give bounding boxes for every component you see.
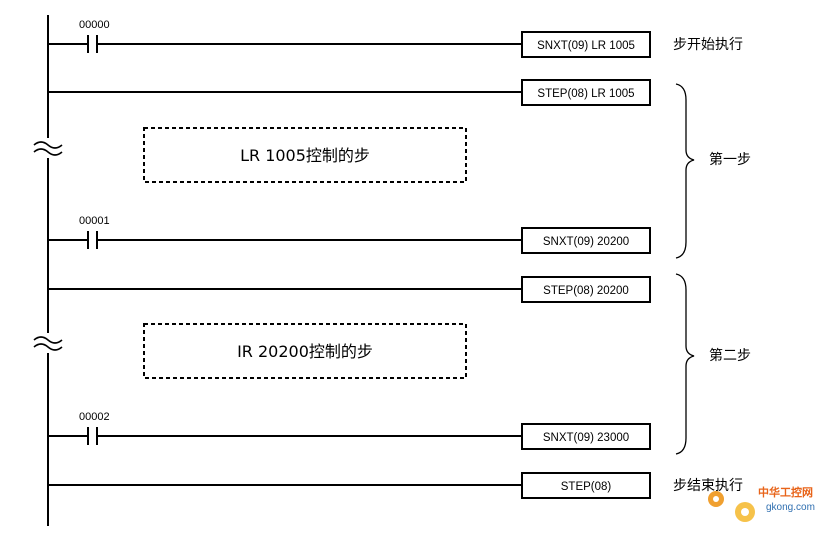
block-label: LR 1005控制的步 xyxy=(240,146,370,165)
rung-4: STEP(08) 20200 xyxy=(48,276,651,303)
watermark-cn: 中华工控网 xyxy=(758,485,813,499)
instruction-box xyxy=(521,472,651,499)
block-label: IR 20200控制的步 xyxy=(237,342,373,361)
rung-6: STEP(08) 步结束执行 xyxy=(48,472,743,499)
step-label-2: 第二步 xyxy=(709,347,751,364)
step-block-2: IR 20200控制的步 xyxy=(143,323,467,379)
watermark-url: gkong.com xyxy=(766,502,815,513)
rung-5: 00002 SNXT(09) 23000 xyxy=(48,411,651,450)
rung-3: 00001 SNXT(09) 20200 xyxy=(48,215,651,254)
instruction-label: SNXT(09) 23000 xyxy=(543,432,629,444)
gear-icon xyxy=(708,491,755,522)
rung-2: STEP(08) LR 1005 xyxy=(48,79,651,106)
annotation-start: 步开始执行 xyxy=(673,37,743,53)
contact-label: 00001 xyxy=(79,215,110,227)
rail-break-mark xyxy=(33,141,63,351)
watermark-logo: 中华工控网 gkong.com xyxy=(708,485,815,522)
step-block-1: LR 1005控制的步 xyxy=(143,127,467,183)
instruction-box xyxy=(521,227,651,254)
contact-label: 00002 xyxy=(79,411,110,423)
contact-label: 00000 xyxy=(79,19,110,31)
instruction-label: SNXT(09) 20200 xyxy=(543,236,629,248)
rung-1: 00000 SNXT(09) LR 1005 步开始执行 xyxy=(48,19,743,58)
instruction-label: SNXT(09) LR 1005 xyxy=(537,40,635,52)
instruction-box xyxy=(521,423,651,450)
instruction-label: STEP(08) xyxy=(561,481,612,493)
instruction-box xyxy=(521,79,651,106)
step-brace xyxy=(675,83,695,455)
instruction-label: STEP(08) 20200 xyxy=(543,285,629,297)
annotation-end: 步结束执行 xyxy=(673,478,743,494)
instruction-box xyxy=(521,31,651,58)
step-label-1: 第一步 xyxy=(709,151,751,168)
instruction-label: STEP(08) LR 1005 xyxy=(537,88,634,100)
instruction-box xyxy=(521,276,651,303)
